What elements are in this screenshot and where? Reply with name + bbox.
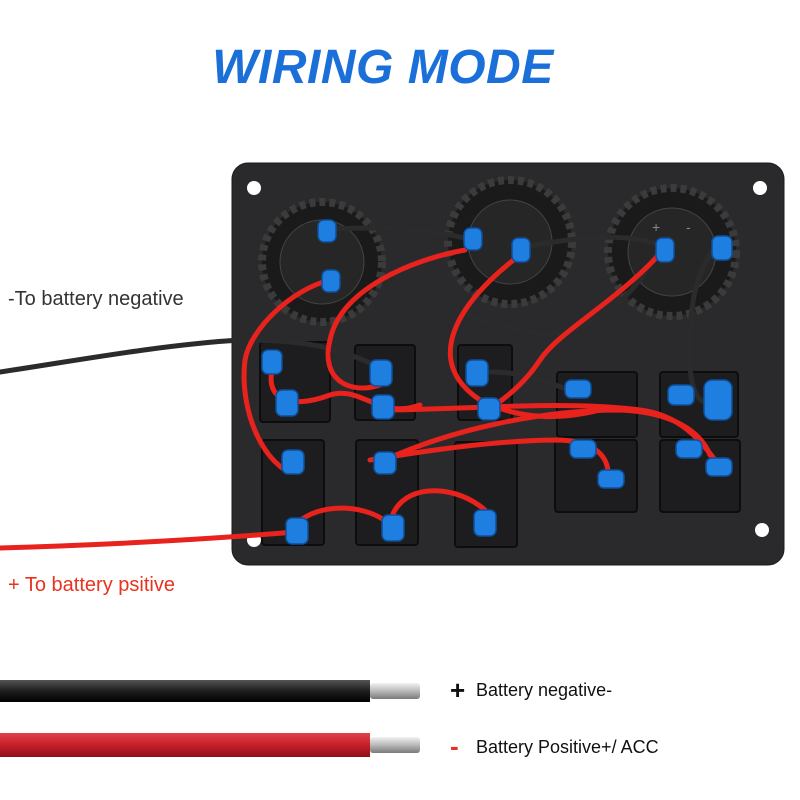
blue-connector: [463, 227, 483, 251]
black-wire: [0, 337, 243, 375]
blue-connector: [321, 269, 341, 293]
blue-connector: [655, 237, 675, 263]
legend-negative-text: Battery negative-: [476, 680, 613, 700]
socket-plus-mark: +: [652, 219, 660, 235]
blue-connector: [317, 219, 337, 243]
red-wire: [367, 437, 611, 483]
black-wire: [317, 225, 473, 243]
blue-connector: [381, 514, 405, 542]
red-wire: [382, 407, 713, 463]
legend-positive-text: Battery Positive+/ ACC: [476, 737, 659, 757]
blue-connector: [473, 509, 497, 537]
diagram-title: WIRING MODE: [212, 41, 554, 94]
blue-connector: [569, 439, 597, 459]
to-battery-positive-label: + To battery psitive: [8, 574, 175, 596]
mount-hole: [753, 181, 767, 195]
red-wire: [325, 247, 468, 391]
red-wire: [0, 529, 298, 551]
legend-minus-symbol: -: [450, 731, 459, 761]
blue-connector: [564, 379, 592, 399]
blue-connector: [465, 359, 489, 387]
legend-wire-red: [0, 733, 420, 757]
socket-2: [444, 176, 576, 308]
blue-connector: [371, 394, 395, 420]
legend-plus-symbol: +: [450, 675, 466, 705]
black-wire: [437, 234, 664, 338]
blue-connector: [373, 451, 397, 475]
blue-connector: [711, 235, 733, 261]
blue-connector: [703, 379, 733, 421]
red-wire: [487, 245, 668, 413]
red-wire: [241, 277, 333, 473]
blue-connector: [667, 384, 695, 406]
socket-1: [258, 198, 386, 326]
blue-connector: [285, 517, 309, 545]
red-wire: [447, 252, 603, 420]
blue-connector: [275, 389, 299, 417]
blue-connector: [511, 237, 531, 263]
blue-connector: [705, 457, 733, 477]
black-wire: [687, 245, 718, 405]
socket-3: + -: [604, 184, 740, 320]
blue-connector: [369, 359, 393, 387]
blue-connector: [675, 439, 703, 459]
blue-connector: [261, 349, 283, 375]
red-wire: [387, 488, 488, 528]
connectors: [261, 219, 733, 545]
legend-wire-black: [0, 680, 420, 702]
socket-minus-mark: -: [686, 219, 691, 235]
blue-connector: [281, 449, 305, 475]
black-wire: [237, 337, 378, 368]
mount-hole: [247, 181, 261, 195]
blue-connector: [597, 469, 625, 489]
blue-connector: [477, 397, 501, 421]
mount-hole: [755, 523, 769, 537]
red-wires: [0, 245, 718, 551]
to-battery-negative-label: -To battery negative: [8, 288, 184, 310]
